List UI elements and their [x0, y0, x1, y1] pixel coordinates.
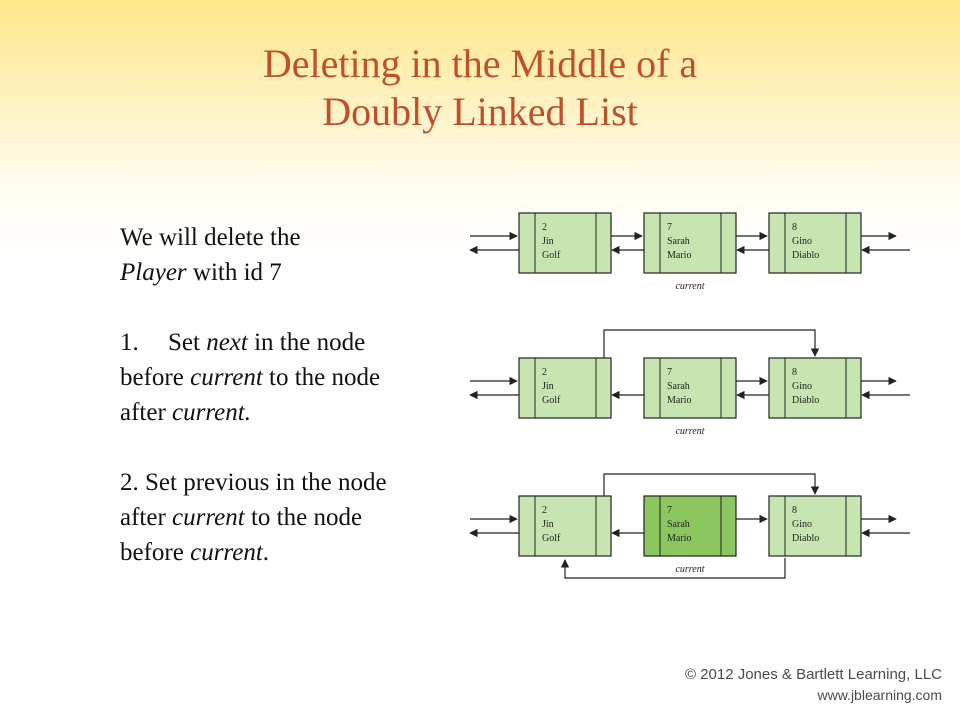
step2-period: .	[262, 539, 270, 566]
list-node-7: 7 Sarah Mario	[643, 212, 737, 274]
node-last-name: Golf	[542, 395, 561, 406]
intro-line-1: We will delete the	[120, 224, 301, 251]
list-node-7-deleted: 7 Sarah Mario	[643, 495, 737, 557]
diagram-row-step1: 2 Jin Golf 7 Sarah Mario 8 Gino Diablo c…	[469, 329, 910, 437]
list-node-8: 8 Gino Diablo	[768, 357, 862, 419]
current-term: current.	[172, 399, 251, 426]
node-first-name: Sarah	[667, 381, 690, 392]
step2-text-c: before	[120, 539, 191, 566]
list-node-8: 8 Gino Diablo	[768, 212, 862, 274]
list-node-2: 2 Jin Golf	[518, 495, 612, 557]
publisher-url: www.jblearning.com	[817, 687, 943, 703]
node-last-name: Mario	[667, 250, 691, 261]
node-id: 7	[667, 367, 672, 378]
bypass-next-arrow-2-8	[603, 473, 820, 496]
node-last-name: Diablo	[792, 395, 819, 406]
footer-copyright: © 2012 Jones & Bartlett Learning, LLC ww…	[685, 665, 942, 705]
step2-line-2: after current to the node	[120, 500, 470, 535]
step1-text-a: Set	[168, 329, 207, 356]
node-last-name: Golf	[542, 533, 561, 544]
diagram-row-step2: 2 Jin Golf 7 Sarah Mario 8 Gino Diablo c…	[469, 473, 910, 579]
explanation-text: We will delete the Player with id 7 1. Se…	[120, 220, 470, 570]
node-id: 2	[542, 222, 547, 233]
list-node-2: 2 Jin Golf	[518, 357, 612, 419]
node-last-name: Mario	[667, 395, 691, 406]
node-first-name: Jin	[542, 519, 554, 530]
step2-text-b: to the node	[244, 504, 363, 531]
node-id: 2	[542, 367, 547, 378]
current-term: current	[190, 539, 263, 566]
step1-line-3: after current.	[120, 395, 470, 430]
step1-text-b: in the node	[247, 329, 366, 356]
intro-line-2: Player with id 7	[120, 255, 470, 290]
node-id: 8	[792, 367, 797, 378]
title-line-1: Deleting in the Middle of a	[262, 41, 698, 86]
step2-line-1: 2. Set previous in the node	[120, 469, 387, 496]
node-first-name: Sarah	[667, 236, 690, 247]
list-node-7: 7 Sarah Mario	[643, 357, 737, 419]
step2-line-3: before current.	[120, 535, 470, 570]
current-term: current	[172, 504, 245, 531]
node-id: 8	[792, 222, 797, 233]
list-node-8: 8 Gino Diablo	[768, 495, 862, 557]
step1-text-d: to the node	[262, 364, 381, 391]
step1-number: 1.	[120, 329, 139, 356]
current-term: current	[190, 364, 263, 391]
next-term: next	[206, 329, 248, 356]
step1-line-2: before current to the node	[120, 360, 470, 395]
current-pointer-label: current	[675, 426, 704, 437]
node-first-name: Gino	[792, 236, 812, 247]
node-id: 7	[667, 222, 672, 233]
node-last-name: Diablo	[792, 250, 819, 261]
player-term: Player	[120, 259, 187, 286]
step1-line-1: 1. Set next in the node	[120, 325, 470, 360]
intro-id-text: with id 7	[186, 259, 282, 286]
diagram-row-initial: 2 Jin Golf 7 Sarah Mario 8 Gino Diablo c…	[469, 212, 910, 292]
node-id: 2	[542, 505, 547, 516]
step2-text-a: after	[120, 504, 173, 531]
title-line-2: Doubly Linked List	[322, 89, 638, 134]
step1-text-c: before	[120, 364, 191, 391]
current-pointer-label: current	[675, 564, 704, 575]
node-id: 7	[667, 505, 672, 516]
bypass-next-arrow-2-8	[603, 329, 820, 358]
node-id: 8	[792, 505, 797, 516]
node-first-name: Jin	[542, 381, 554, 392]
node-first-name: Gino	[792, 519, 812, 530]
node-first-name: Gino	[792, 381, 812, 392]
node-last-name: Golf	[542, 250, 561, 261]
node-first-name: Sarah	[667, 519, 690, 530]
slide-title: Deleting in the Middle of a Doubly Linke…	[0, 40, 960, 136]
list-node-2: 2 Jin Golf	[518, 212, 612, 274]
current-pointer-label: current	[675, 281, 704, 292]
node-last-name: Mario	[667, 533, 691, 544]
copyright-text: © 2012 Jones & Bartlett Learning, LLC	[684, 666, 942, 683]
bypass-prev-arrow-8-2	[560, 558, 786, 579]
step1-text-e: after	[120, 399, 173, 426]
node-last-name: Diablo	[792, 533, 819, 544]
node-first-name: Jin	[542, 236, 554, 247]
